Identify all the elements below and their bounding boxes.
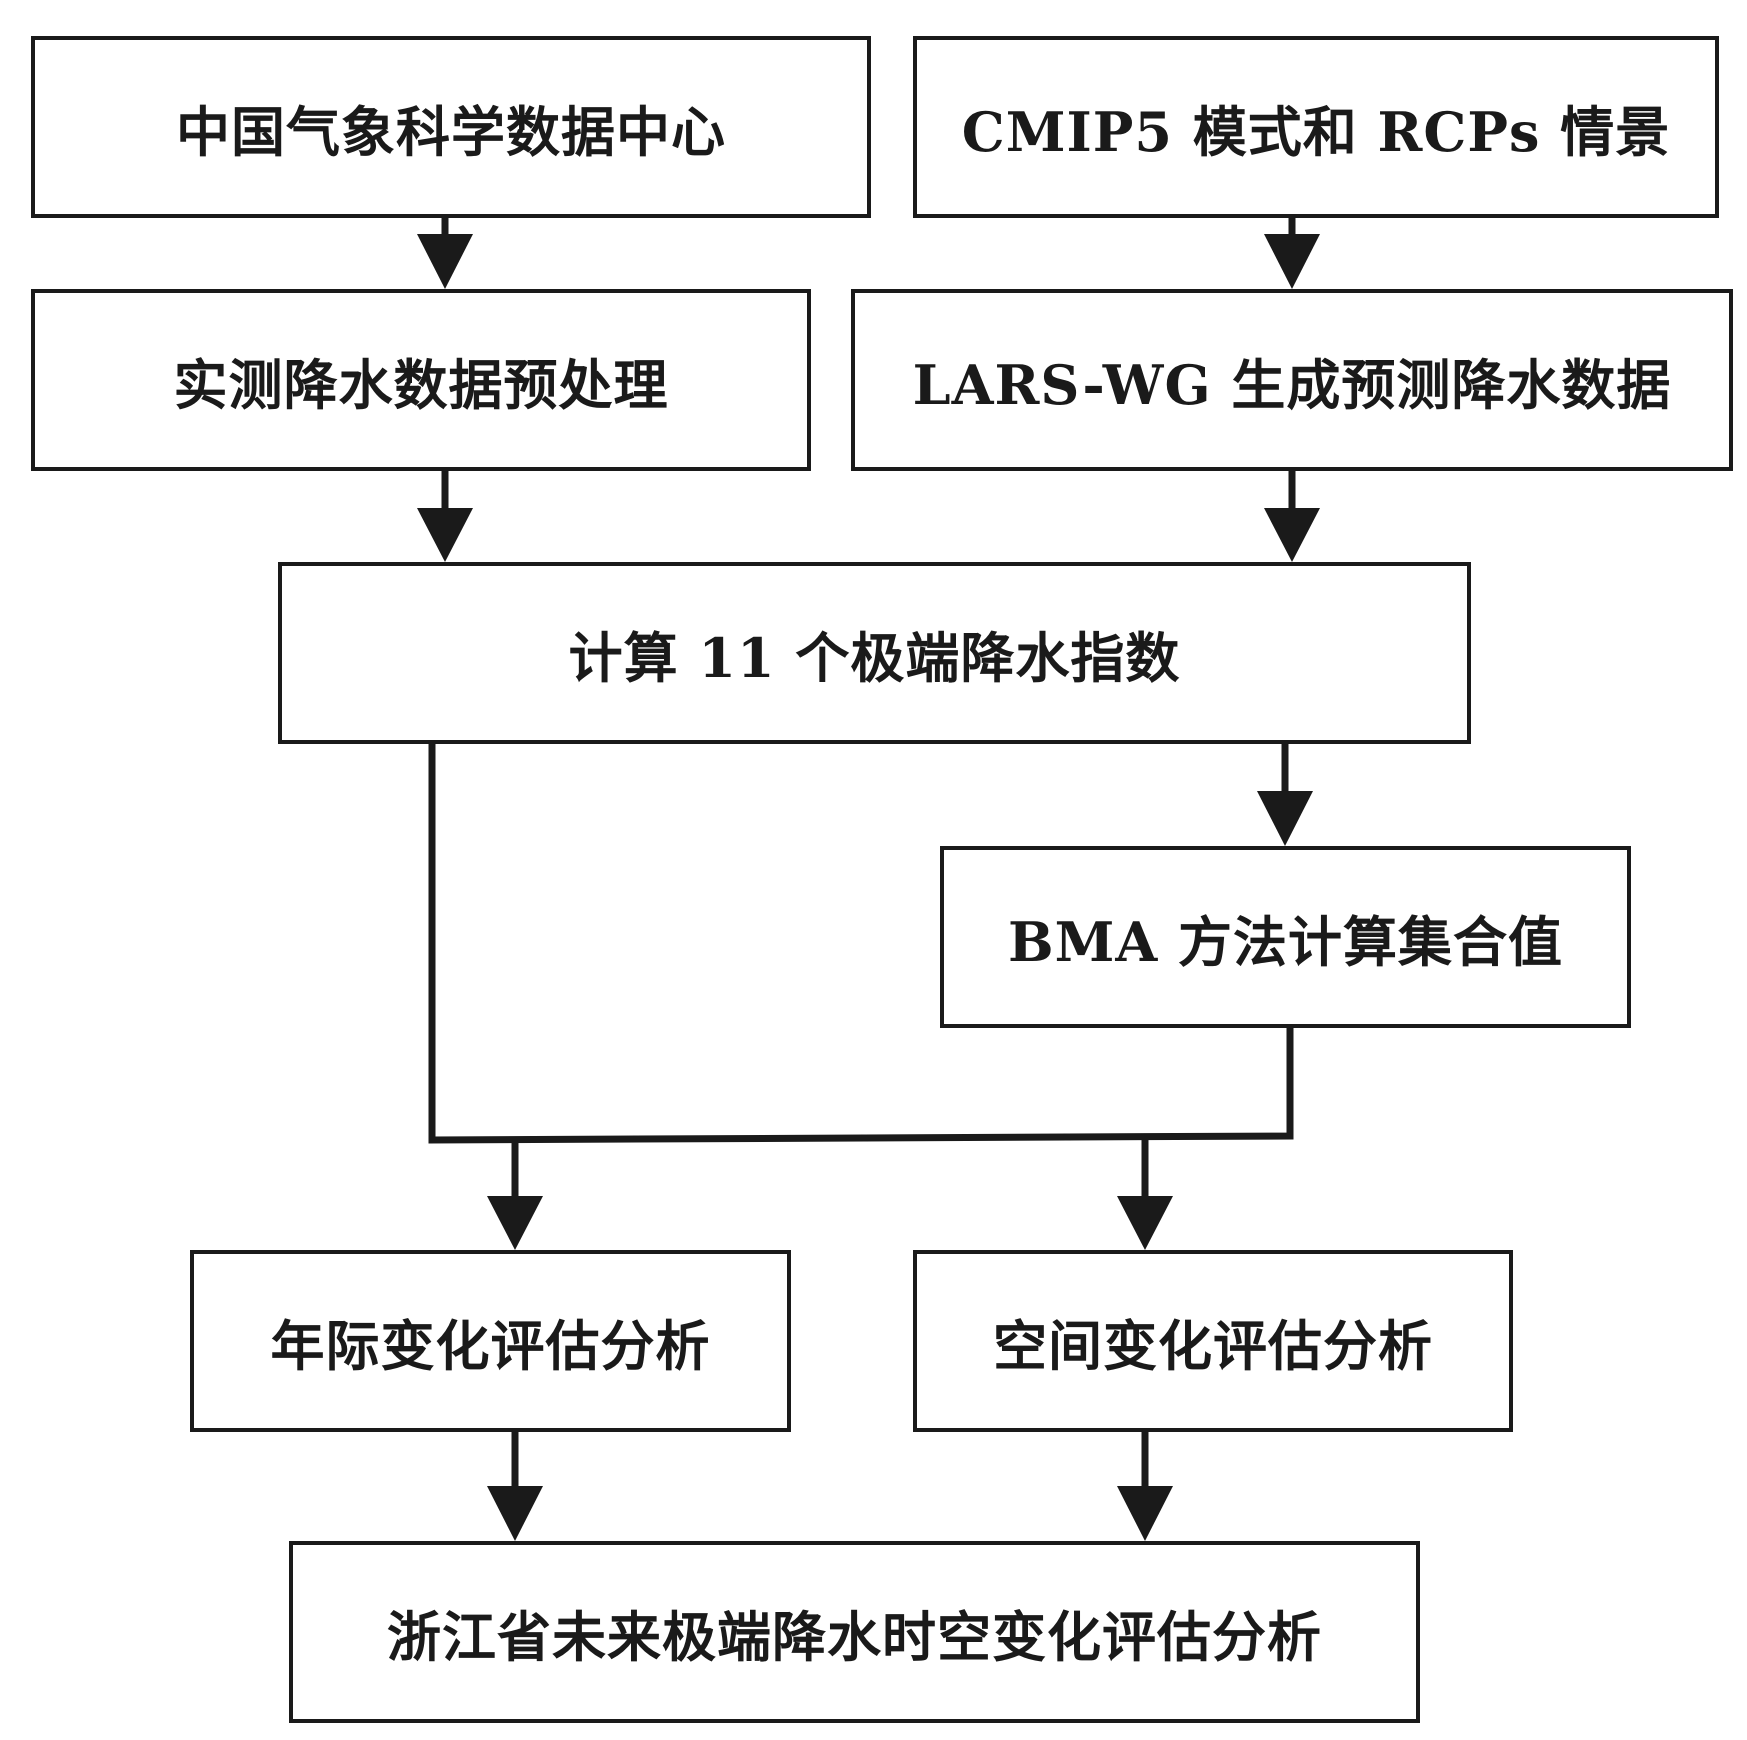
arrowhead-final-left <box>487 1486 543 1541</box>
final-analysis-box: 浙江省未来极端降水时空变化评估分析 <box>289 1541 1420 1723</box>
indices-box-label: 计算 11 个极端降水指数 <box>568 625 1181 690</box>
arrowhead-preprocess <box>417 234 473 289</box>
arrowhead-indices-right <box>1264 508 1320 562</box>
source-box-cmip5-label: CMIP5 模式和 RCPs 情景 <box>961 99 1671 164</box>
annual-analysis-box-label: 年际变化评估分析 <box>270 1313 711 1378</box>
preprocess-box: 实测降水数据预处理 <box>31 289 811 471</box>
lars-wg-box: LARS-WG 生成预测降水数据 <box>851 289 1733 471</box>
source-box-cma: 中国气象科学数据中心 <box>31 36 871 218</box>
connector-merge-path <box>428 744 1294 1144</box>
arrowhead-larswg <box>1264 234 1320 289</box>
indices-box: 计算 11 个极端降水指数 <box>278 562 1471 744</box>
source-box-cmip5: CMIP5 模式和 RCPs 情景 <box>913 36 1719 218</box>
spatial-analysis-box-label: 空间变化评估分析 <box>993 1313 1433 1378</box>
final-analysis-box-label: 浙江省未来极端降水时空变化评估分析 <box>387 1604 1322 1669</box>
spatial-analysis-box: 空间变化评估分析 <box>913 1250 1513 1432</box>
arrowhead-spatial <box>1117 1196 1173 1250</box>
bma-box-label: BMA 方法计算集合值 <box>1007 909 1564 974</box>
arrowhead-bma <box>1257 791 1313 846</box>
arrowhead-indices-left <box>417 508 473 562</box>
arrowhead-final-right <box>1117 1486 1173 1541</box>
lars-wg-box-label: LARS-WG 生成预测降水数据 <box>912 352 1672 417</box>
annual-analysis-box: 年际变化评估分析 <box>190 1250 791 1432</box>
bma-box: BMA 方法计算集合值 <box>940 846 1631 1028</box>
preprocess-box-label: 实测降水数据预处理 <box>173 352 669 417</box>
arrowhead-annual <box>487 1196 543 1250</box>
source-box-cma-label: 中国气象科学数据中心 <box>176 99 726 164</box>
